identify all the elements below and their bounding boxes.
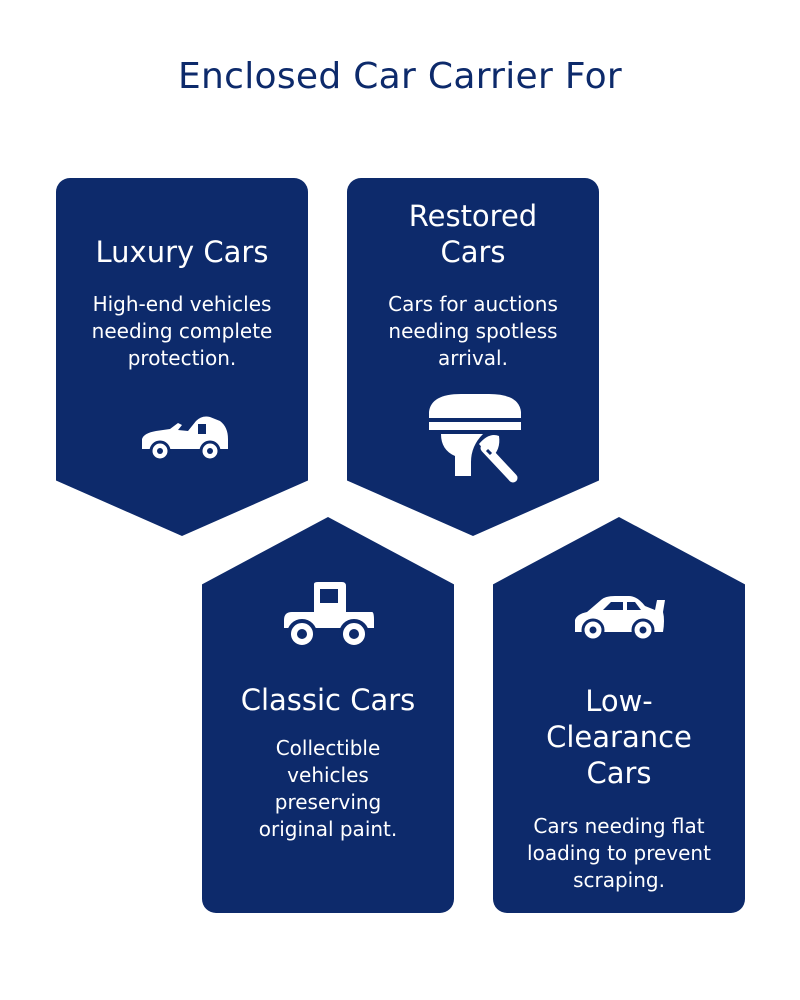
card-classic-cars: Classic Cars Collectible vehicles preser… <box>202 517 454 913</box>
card-description: Cars needing flat loading to prevent scr… <box>527 814 711 892</box>
card-title: Restored Cars <box>408 199 538 269</box>
card-luxury-cars: Luxury Cars High-end vehicles needing co… <box>56 178 308 536</box>
polishing-hand-icon <box>429 394 521 483</box>
card-low-clearance-cars: Low-Clearance Cars Cars needing flat loa… <box>493 517 745 913</box>
card-title: Classic Cars <box>240 683 416 717</box>
card-title: Low-Clearance Cars <box>546 684 692 790</box>
card-restored-cars: Restored Cars Cars for auctions needing … <box>347 178 599 536</box>
card-title: Luxury Cars <box>95 235 269 269</box>
sports-car-spoiler-icon <box>575 596 665 642</box>
card-description: High-end vehicles needing complete prote… <box>91 292 273 370</box>
card-description: Collectible vehicles preserving original… <box>258 736 398 841</box>
convertible-car-icon <box>142 416 228 462</box>
page-title: Enclosed Car Carrier For <box>177 56 623 97</box>
vintage-car-icon <box>284 582 374 649</box>
card-description: Cars for auctions needing spotless arriv… <box>388 292 558 370</box>
